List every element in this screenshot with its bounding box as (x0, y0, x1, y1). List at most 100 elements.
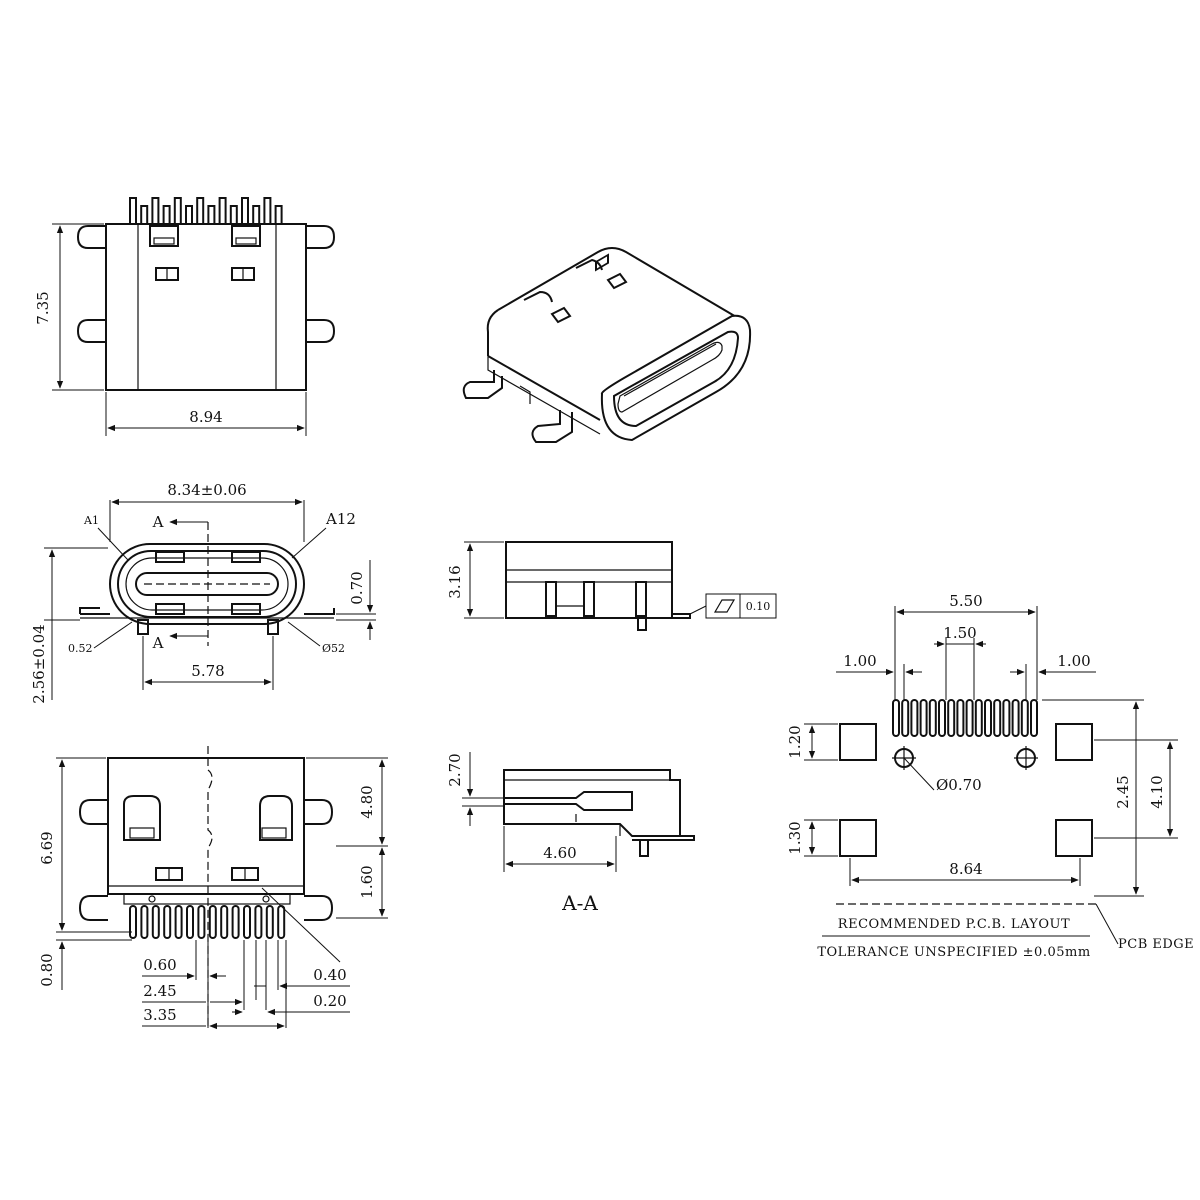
top-view-width-label: 8.94 (189, 408, 222, 426)
isometric-view (462, 247, 752, 443)
pcb-layout-title: RECOMMENDED P.C.B. LAYOUT (838, 917, 1070, 932)
dim-pitch-label: 5.78 (191, 662, 224, 680)
front-view-height-label: 2.56±0.04 (30, 624, 48, 703)
side-view-height-label: 3.16 (446, 565, 464, 598)
bottom-view-body (107, 757, 305, 895)
bottom-view-pins (129, 905, 286, 939)
bottom-pin (277, 905, 286, 939)
bottom-pin (197, 905, 206, 939)
dim-r052-label: Ø52 (322, 642, 345, 655)
pcb-dim-100-left-label: 1.00 (843, 652, 876, 670)
top-pin (229, 205, 238, 225)
section-mark-a-bottom: A (152, 634, 164, 652)
top-pin (218, 197, 227, 225)
bottom-pin (129, 905, 137, 939)
dim-335-label: 3.35 (143, 1006, 176, 1024)
top-pin (140, 205, 149, 225)
bottom-pin (254, 905, 263, 939)
side-view-body (505, 541, 673, 619)
bottom-pin (174, 905, 183, 939)
pcb-signal-pad (910, 699, 919, 737)
pcb-signal-pad (956, 699, 965, 737)
pcb-signal-pad (947, 699, 956, 737)
pcb-signal-pad (1011, 699, 1020, 737)
pin-a12-label: A12 (325, 510, 356, 528)
pcb-signal-pad (928, 699, 937, 737)
pcb-dim-550-label: 5.50 (949, 592, 982, 610)
top-view-pins (129, 197, 283, 225)
bottom-pin (265, 905, 274, 939)
pin-a1-label: A1 (83, 514, 99, 527)
section-mark-a-top: A (152, 513, 164, 531)
pcb-dim-150-label: 1.50 (943, 624, 976, 642)
pcb-signal-pad (919, 699, 928, 737)
pcb-dim-245-label: 2.45 (1114, 775, 1132, 808)
bottom-view: 6.69 0.80 4.80 1.60 0.60 2.45 3.35 0.40 (38, 746, 388, 1030)
pcb-mount-pad-top-right (1055, 723, 1093, 761)
dim-052-label: 0.52 (68, 642, 93, 655)
top-pin (263, 197, 272, 225)
dim-160-label: 1.60 (358, 865, 376, 898)
front-view-shell (109, 543, 305, 625)
pcb-dim-410-label: 4.10 (1148, 775, 1166, 808)
bottom-pin (186, 905, 194, 939)
pcb-dim-120-label: 1.20 (786, 725, 804, 758)
pcb-tolerance-note: TOLERANCE UNSPECIFIED ±0.05mm (817, 945, 1090, 960)
top-pin (196, 197, 205, 225)
bottom-pin (140, 905, 149, 939)
pcb-signal-pad (892, 699, 900, 737)
dim-070-label: 0.70 (348, 571, 366, 604)
side-view: 3.16 0.10 (446, 541, 777, 631)
top-pin (207, 205, 216, 225)
top-pin (173, 197, 182, 225)
bottom-pin (220, 905, 229, 939)
flatness-value-label: 0.10 (746, 600, 771, 613)
dim-245-label: 2.45 (143, 982, 176, 1000)
pcb-signal-pad (974, 699, 983, 737)
pcb-signal-pad (1002, 699, 1011, 737)
bottom-pin (208, 905, 217, 939)
pcb-edge-label: PCB EDGE (1118, 937, 1194, 952)
top-view-body (105, 223, 307, 391)
dim-060-label: 0.60 (143, 956, 176, 974)
top-view: 7.35 8.94 (34, 197, 336, 436)
bottom-pin (163, 905, 172, 939)
pcb-hole-label: Ø0.70 (936, 776, 982, 794)
section-title: A-A (561, 891, 598, 915)
front-view: A A A1 A12 8.34±0.06 2.56±0.04 0.70 0.52… (30, 481, 376, 704)
pcb-signal-pad (965, 699, 974, 737)
pcb-signal-pads (892, 699, 1038, 737)
top-view-height-label: 7.35 (34, 291, 52, 324)
bottom-pin (231, 905, 240, 939)
top-pin (151, 197, 160, 225)
pcb-signal-pad (901, 699, 910, 737)
top-pin (185, 205, 193, 225)
pcb-dim-130-label: 1.30 (786, 821, 804, 854)
section-length-label: 4.60 (543, 844, 576, 862)
top-pin (241, 197, 249, 225)
pcb-signal-pad (984, 699, 992, 737)
pcb-signal-pad (993, 699, 1002, 737)
dim-020-label: 0.20 (313, 992, 346, 1010)
top-pin (129, 197, 137, 225)
pcb-dim-864-label: 8.64 (949, 860, 982, 878)
top-pin (274, 205, 283, 225)
section-height-label: 2.70 (446, 753, 464, 786)
bottom-pin (243, 905, 251, 939)
bottom-pin (151, 905, 160, 939)
bottom-view-height-label: 6.69 (38, 831, 56, 864)
section-view: 2.70 4.60 A-A (446, 752, 695, 915)
pcb-layout: Ø0.70 5.50 1.50 1.00 1.00 1.20 1.30 (786, 592, 1194, 960)
front-view-width-label: 8.34±0.06 (167, 481, 246, 499)
pcb-mount-pad-bottom-right (1055, 819, 1093, 857)
pcb-signal-pad (1020, 699, 1029, 737)
pcb-mount-pad-top-left (839, 723, 877, 761)
pcb-signal-pad (938, 699, 946, 737)
dim-040-label: 0.40 (313, 966, 346, 984)
flatness-symbol-icon (713, 599, 736, 613)
top-pin (252, 205, 261, 225)
pcb-signal-pad (1030, 699, 1038, 737)
top-pin (162, 205, 171, 225)
dim-080-label: 0.80 (38, 953, 56, 986)
